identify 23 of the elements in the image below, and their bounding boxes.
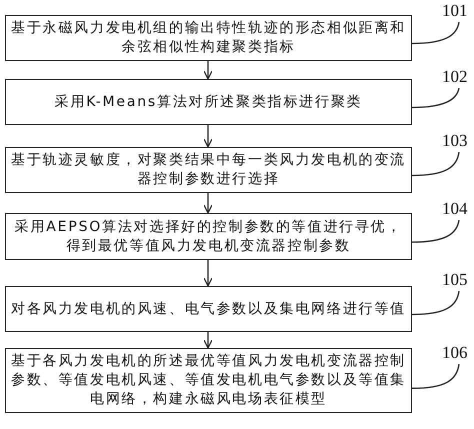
process-box: 基于永磁风力发电机组的输出特性轨迹的形态相似距离和余弦相似性构建聚类指标: [5, 15, 412, 61]
step-number: 101: [442, 2, 468, 20]
leader-line: [412, 88, 460, 108]
arrow: [203, 193, 213, 214]
leader-line: [412, 290, 460, 316]
arrow: [203, 61, 213, 80]
leader-line: [412, 220, 460, 243]
arrow: [203, 332, 213, 349]
leader-line: [412, 22, 460, 44]
step-number: 104: [442, 200, 468, 218]
arrow: [203, 260, 213, 287]
arrow: [203, 125, 213, 148]
leader-line: [412, 152, 460, 176]
step-number: 105: [442, 271, 468, 289]
process-box: 对各风力发电机的风速、电气参数以及集电网络进行等值: [5, 286, 412, 332]
step-number: 102: [442, 68, 468, 86]
process-box: 采用AEPSO算法对选择好的控制参数的等值进行寻优，得到最优等值风力发电机变流器控制参数: [5, 213, 412, 260]
step-number: 106: [442, 344, 468, 362]
process-box: 基于轨迹灵敏度，对聚类结果中每一类风力发电机的变流器控制参数进行选择: [5, 147, 412, 193]
leader-line: [412, 364, 460, 389]
process-box: 基于各风力发电机的所述最优等值风力发电机变流器控制参数、等值发电机风速、等值发电机电气参数以及等值集电网络，构建永磁风电场表征模型: [5, 348, 412, 413]
process-box: 采用K-Means算法对所述聚类指标进行聚类: [5, 79, 412, 125]
step-number: 103: [442, 132, 468, 150]
